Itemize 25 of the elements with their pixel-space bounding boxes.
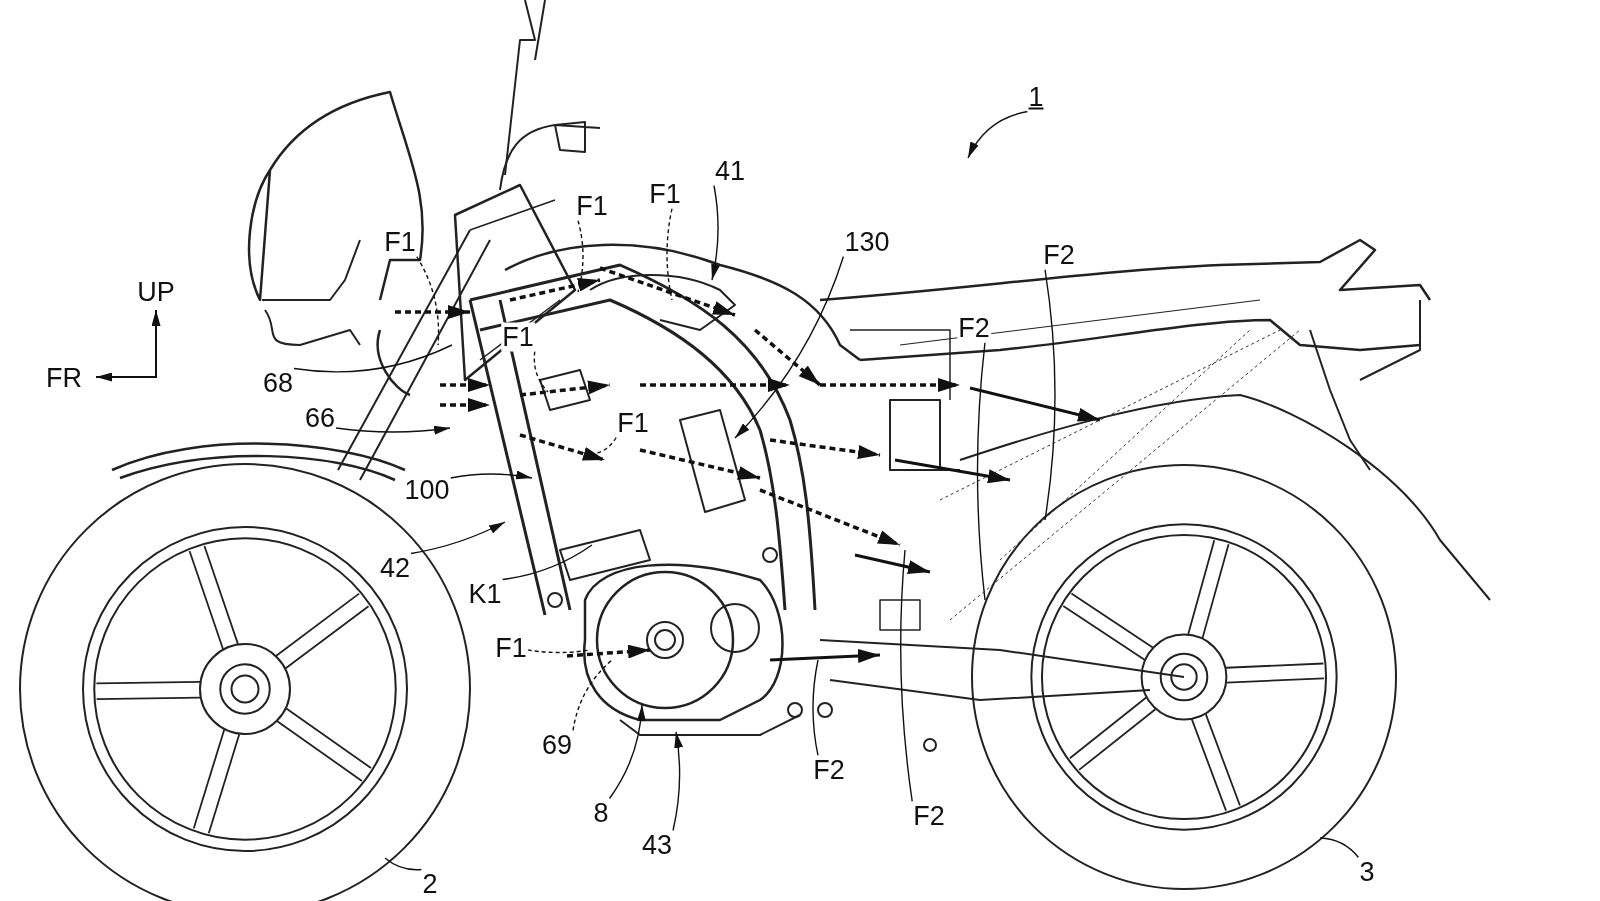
leader-line — [335, 425, 451, 435]
reference-numeral: F1 — [501, 322, 535, 352]
leader-line — [501, 544, 593, 581]
leader-line — [666, 207, 673, 301]
leader-line — [711, 184, 720, 281]
leader-line — [293, 344, 453, 373]
leader-line — [967, 110, 1029, 159]
leader-line — [672, 731, 683, 832]
leader-line — [900, 549, 913, 803]
leader-line — [1044, 268, 1056, 521]
direction-label: UP — [136, 277, 176, 307]
leader-line — [527, 649, 591, 654]
leader-line — [1319, 837, 1360, 859]
leader-line — [410, 521, 506, 555]
direction-label: FR — [45, 363, 83, 393]
leader-line — [976, 341, 986, 601]
leader-line — [734, 255, 845, 439]
leader-line — [608, 704, 646, 800]
leader-line — [449, 470, 533, 480]
leader-line — [577, 219, 584, 293]
leader-line — [416, 255, 440, 346]
leader-line — [572, 659, 613, 732]
leader-line — [384, 857, 423, 871]
leader-line — [533, 350, 549, 393]
leader-line — [812, 659, 819, 757]
